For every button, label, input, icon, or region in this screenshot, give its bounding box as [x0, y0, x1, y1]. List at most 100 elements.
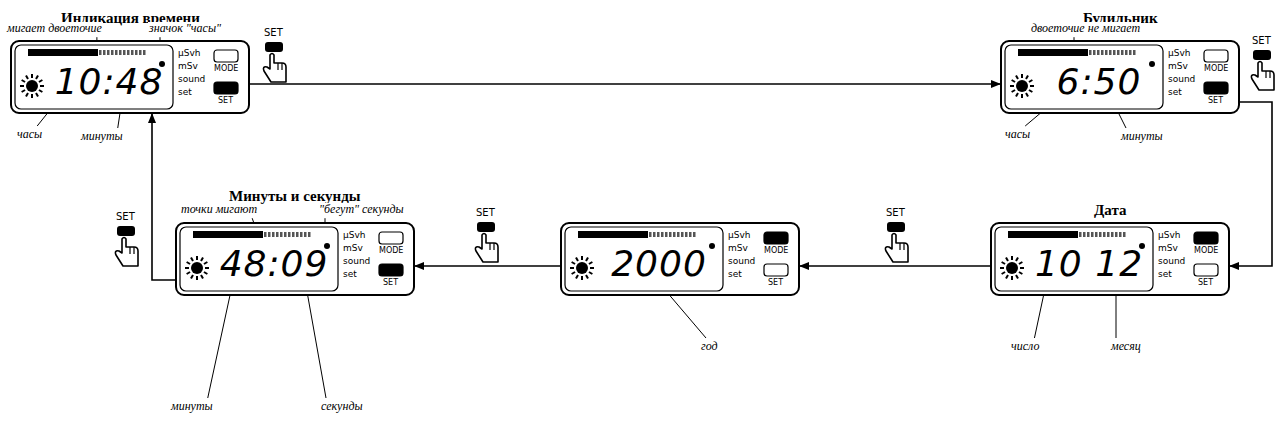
- scale-segment: [280, 232, 283, 237]
- scale-segment: [1083, 232, 1086, 237]
- sun-ray: [31, 74, 33, 78]
- sun-ray: [1000, 267, 1004, 269]
- scale-segment: [304, 232, 307, 237]
- sun-ray: [1021, 94, 1023, 98]
- scale-segment: [1119, 232, 1122, 237]
- unit-label: µSvh: [1158, 231, 1180, 240]
- set-button: [764, 264, 788, 276]
- display-digits: 48:09: [220, 246, 329, 282]
- callout-label: минуты: [80, 130, 124, 143]
- sun-ray: [1012, 90, 1015, 92]
- unit-label: µSvh: [1168, 49, 1190, 58]
- scale-segment: [1105, 50, 1108, 55]
- button-name: SET: [1251, 36, 1272, 46]
- sun-ray: [1026, 76, 1028, 79]
- scale-bar: [28, 49, 98, 56]
- sun-icon: [1006, 262, 1018, 274]
- scale-segment: [1103, 232, 1106, 237]
- button-label: SET: [383, 279, 398, 287]
- sun-ray: [1010, 85, 1014, 87]
- scale-segment: [296, 232, 299, 237]
- callout-label: месяц: [1110, 340, 1142, 353]
- set-button: [214, 82, 238, 94]
- sun-ray: [1006, 275, 1008, 278]
- scale-segment: [1133, 50, 1136, 55]
- unit-label: sound: [728, 257, 755, 266]
- flow-arrow: [415, 265, 560, 267]
- lcd-frame: [995, 227, 1153, 291]
- scale-segment: [669, 232, 672, 237]
- scale-bar: [193, 231, 263, 238]
- clock-icon: [709, 243, 715, 249]
- scale-segment: [107, 50, 110, 55]
- unit-label: mSv: [178, 62, 198, 71]
- scale-bar: [1018, 49, 1088, 56]
- scale-segment: [1111, 232, 1114, 237]
- sun-ray: [185, 267, 189, 269]
- callout-label: секунды: [320, 400, 364, 413]
- sun-icon: [26, 80, 38, 92]
- unit-label: mSv: [1158, 244, 1178, 253]
- scale-segment: [264, 232, 267, 237]
- sun-ray: [205, 267, 209, 269]
- sun-ray: [1020, 267, 1024, 269]
- sun-ray: [26, 76, 28, 79]
- lcd-device: Минуты и секунды48:09µSvhmSvsoundsetMODE…: [175, 222, 415, 296]
- button-label: SET: [1198, 279, 1213, 287]
- callout-label: значок "часы": [148, 22, 222, 35]
- callout-label: двоеточие не мигает: [1030, 22, 1141, 35]
- sun-ray: [1006, 258, 1008, 261]
- sun-icon: [191, 262, 203, 274]
- scale-segment: [657, 232, 660, 237]
- scale-segment: [1117, 50, 1120, 55]
- scale-segment: [1113, 50, 1116, 55]
- button-label: SET: [768, 279, 783, 287]
- unit-label: set: [1168, 88, 1182, 97]
- scale-segment: [284, 232, 287, 237]
- scale-segment: [99, 50, 102, 55]
- sun-ray: [191, 258, 193, 261]
- scale-segment: [1123, 232, 1126, 237]
- unit-label: sound: [343, 257, 370, 266]
- callout-label: часы: [1004, 128, 1031, 141]
- flow-arrow: [250, 83, 1000, 85]
- display-digits: 6:50: [1057, 64, 1142, 100]
- lcd-device: Индикация времени10:48µSvhmSvsoundsetMOD…: [10, 40, 250, 114]
- scale-segment: [1079, 232, 1082, 237]
- sun-ray: [31, 94, 33, 98]
- scale-segment: [1101, 50, 1104, 55]
- scale-segment: [1107, 232, 1110, 237]
- scale-segment: [300, 232, 303, 237]
- sun-ray: [572, 262, 575, 264]
- button-press-icon: [263, 42, 286, 82]
- display-digits: 10 12: [1035, 246, 1143, 282]
- scale-segment: [115, 50, 118, 55]
- callout-label: "бегут" секунды: [318, 203, 405, 216]
- scale-segment: [272, 232, 275, 237]
- sun-ray: [20, 85, 24, 87]
- unit-label: µSvh: [178, 49, 200, 58]
- mode-button: [1194, 232, 1218, 244]
- sun-ray: [570, 267, 574, 269]
- sun-ray: [1029, 90, 1032, 92]
- scale-segment: [111, 50, 114, 55]
- sun-ray: [1019, 272, 1022, 274]
- sun-ray: [201, 258, 203, 261]
- sun-ray: [40, 85, 44, 87]
- leader-line: [208, 286, 232, 398]
- button-label: MODE: [214, 65, 238, 73]
- scale-segment: [308, 232, 311, 237]
- sun-icon: [576, 262, 588, 274]
- scale-segment: [135, 50, 138, 55]
- scale-segment: [677, 232, 680, 237]
- button-press-icon: [475, 222, 498, 262]
- sun-ray: [1030, 85, 1034, 87]
- mode-button: [764, 232, 788, 244]
- panel-title: Дата: [1094, 202, 1126, 219]
- sun-ray: [26, 93, 28, 96]
- sun-ray: [39, 80, 42, 82]
- callout-label: минуты: [1120, 130, 1164, 143]
- callout-label: часы: [16, 128, 43, 141]
- clock-icon: [1149, 61, 1155, 67]
